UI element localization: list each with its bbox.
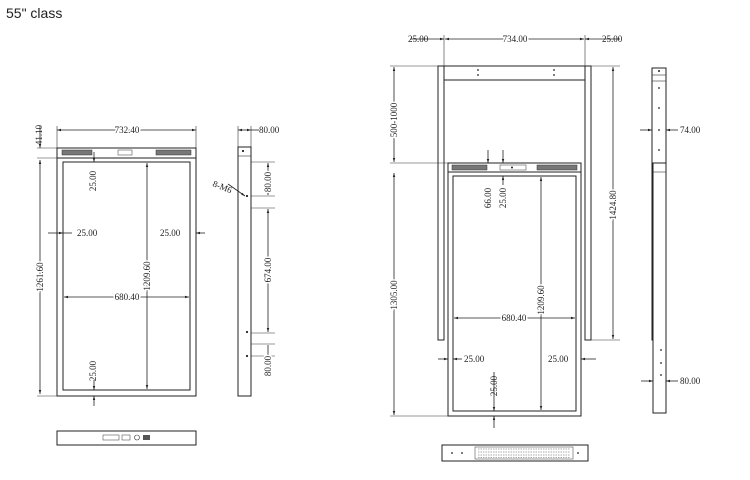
dim-side-mid: 674.00 — [263, 257, 273, 282]
dim-side-top: 80.00 — [263, 171, 273, 192]
dim-inner-width: 680.40 — [115, 292, 140, 302]
dim-right-inner-width: 680.40 — [502, 313, 527, 323]
dim-bracket-left: 25.00 — [408, 34, 429, 44]
page-title: 55" class — [6, 5, 63, 21]
dim-right-left-margin: 25.00 — [464, 354, 485, 364]
dim-bracket-width: 734.00 — [503, 34, 528, 44]
inner-screen — [62, 161, 191, 391]
dim-bracket-right: 25.00 — [602, 34, 623, 44]
dim-bottom-margin: 25.00 — [88, 360, 98, 381]
dim-inner-top-b: 25.00 — [498, 187, 508, 208]
dim-inner-top-a: 66.00 — [483, 187, 493, 208]
left-front-view: 732.40 41.10 1261.60 25.00 25.00 25.00 1… — [34, 124, 205, 446]
dim-left-margin: 25.00 — [77, 228, 98, 238]
dim-right-bottom-margin: 25.00 — [489, 375, 499, 396]
speaker-left — [61, 149, 93, 156]
dim-side-depth: 80.00 — [259, 125, 280, 135]
dim-inner-height: 1209.60 — [142, 261, 152, 291]
dim-range: 500-1000 — [389, 102, 399, 137]
dim-side-bottom: 80.00 — [263, 355, 273, 376]
dim-width-label: 732.40 — [115, 125, 140, 135]
left-side-view: 80.00 8-M6 80.00 674.00 80.00 — [211, 125, 280, 397]
right-inner-screen — [452, 175, 577, 412]
speaker-right — [155, 149, 192, 156]
dim-right-margin: 25.00 — [160, 228, 181, 238]
dim-top-gap: 41.10 — [34, 124, 44, 145]
side-body — [237, 146, 252, 397]
dim-right-total-height: 1305.00 — [389, 280, 399, 310]
side-display — [652, 162, 667, 414]
screw-label: 8-M6 — [211, 179, 234, 196]
dim-side-depth-top: 74.00 — [680, 125, 701, 135]
right-side-view: 74.00 80.00 — [640, 67, 701, 414]
dim-side-depth-bottom: 80.00 — [680, 376, 701, 386]
dim-bracket-height: 1424.80 — [608, 190, 618, 220]
rail-right — [584, 65, 592, 341]
right-front-view: 25.00 734.00 25.00 500-1000 1305.00 66.0… — [388, 33, 623, 462]
dim-right-inner-height: 1209.60 — [536, 285, 546, 315]
bracket-bar — [443, 65, 586, 81]
dim-inner-top: 25.00 — [88, 170, 98, 191]
dim-right-right-margin: 25.00 — [548, 354, 569, 364]
dim-total-height: 1261.60 — [35, 262, 45, 292]
rail-left — [437, 65, 445, 341]
